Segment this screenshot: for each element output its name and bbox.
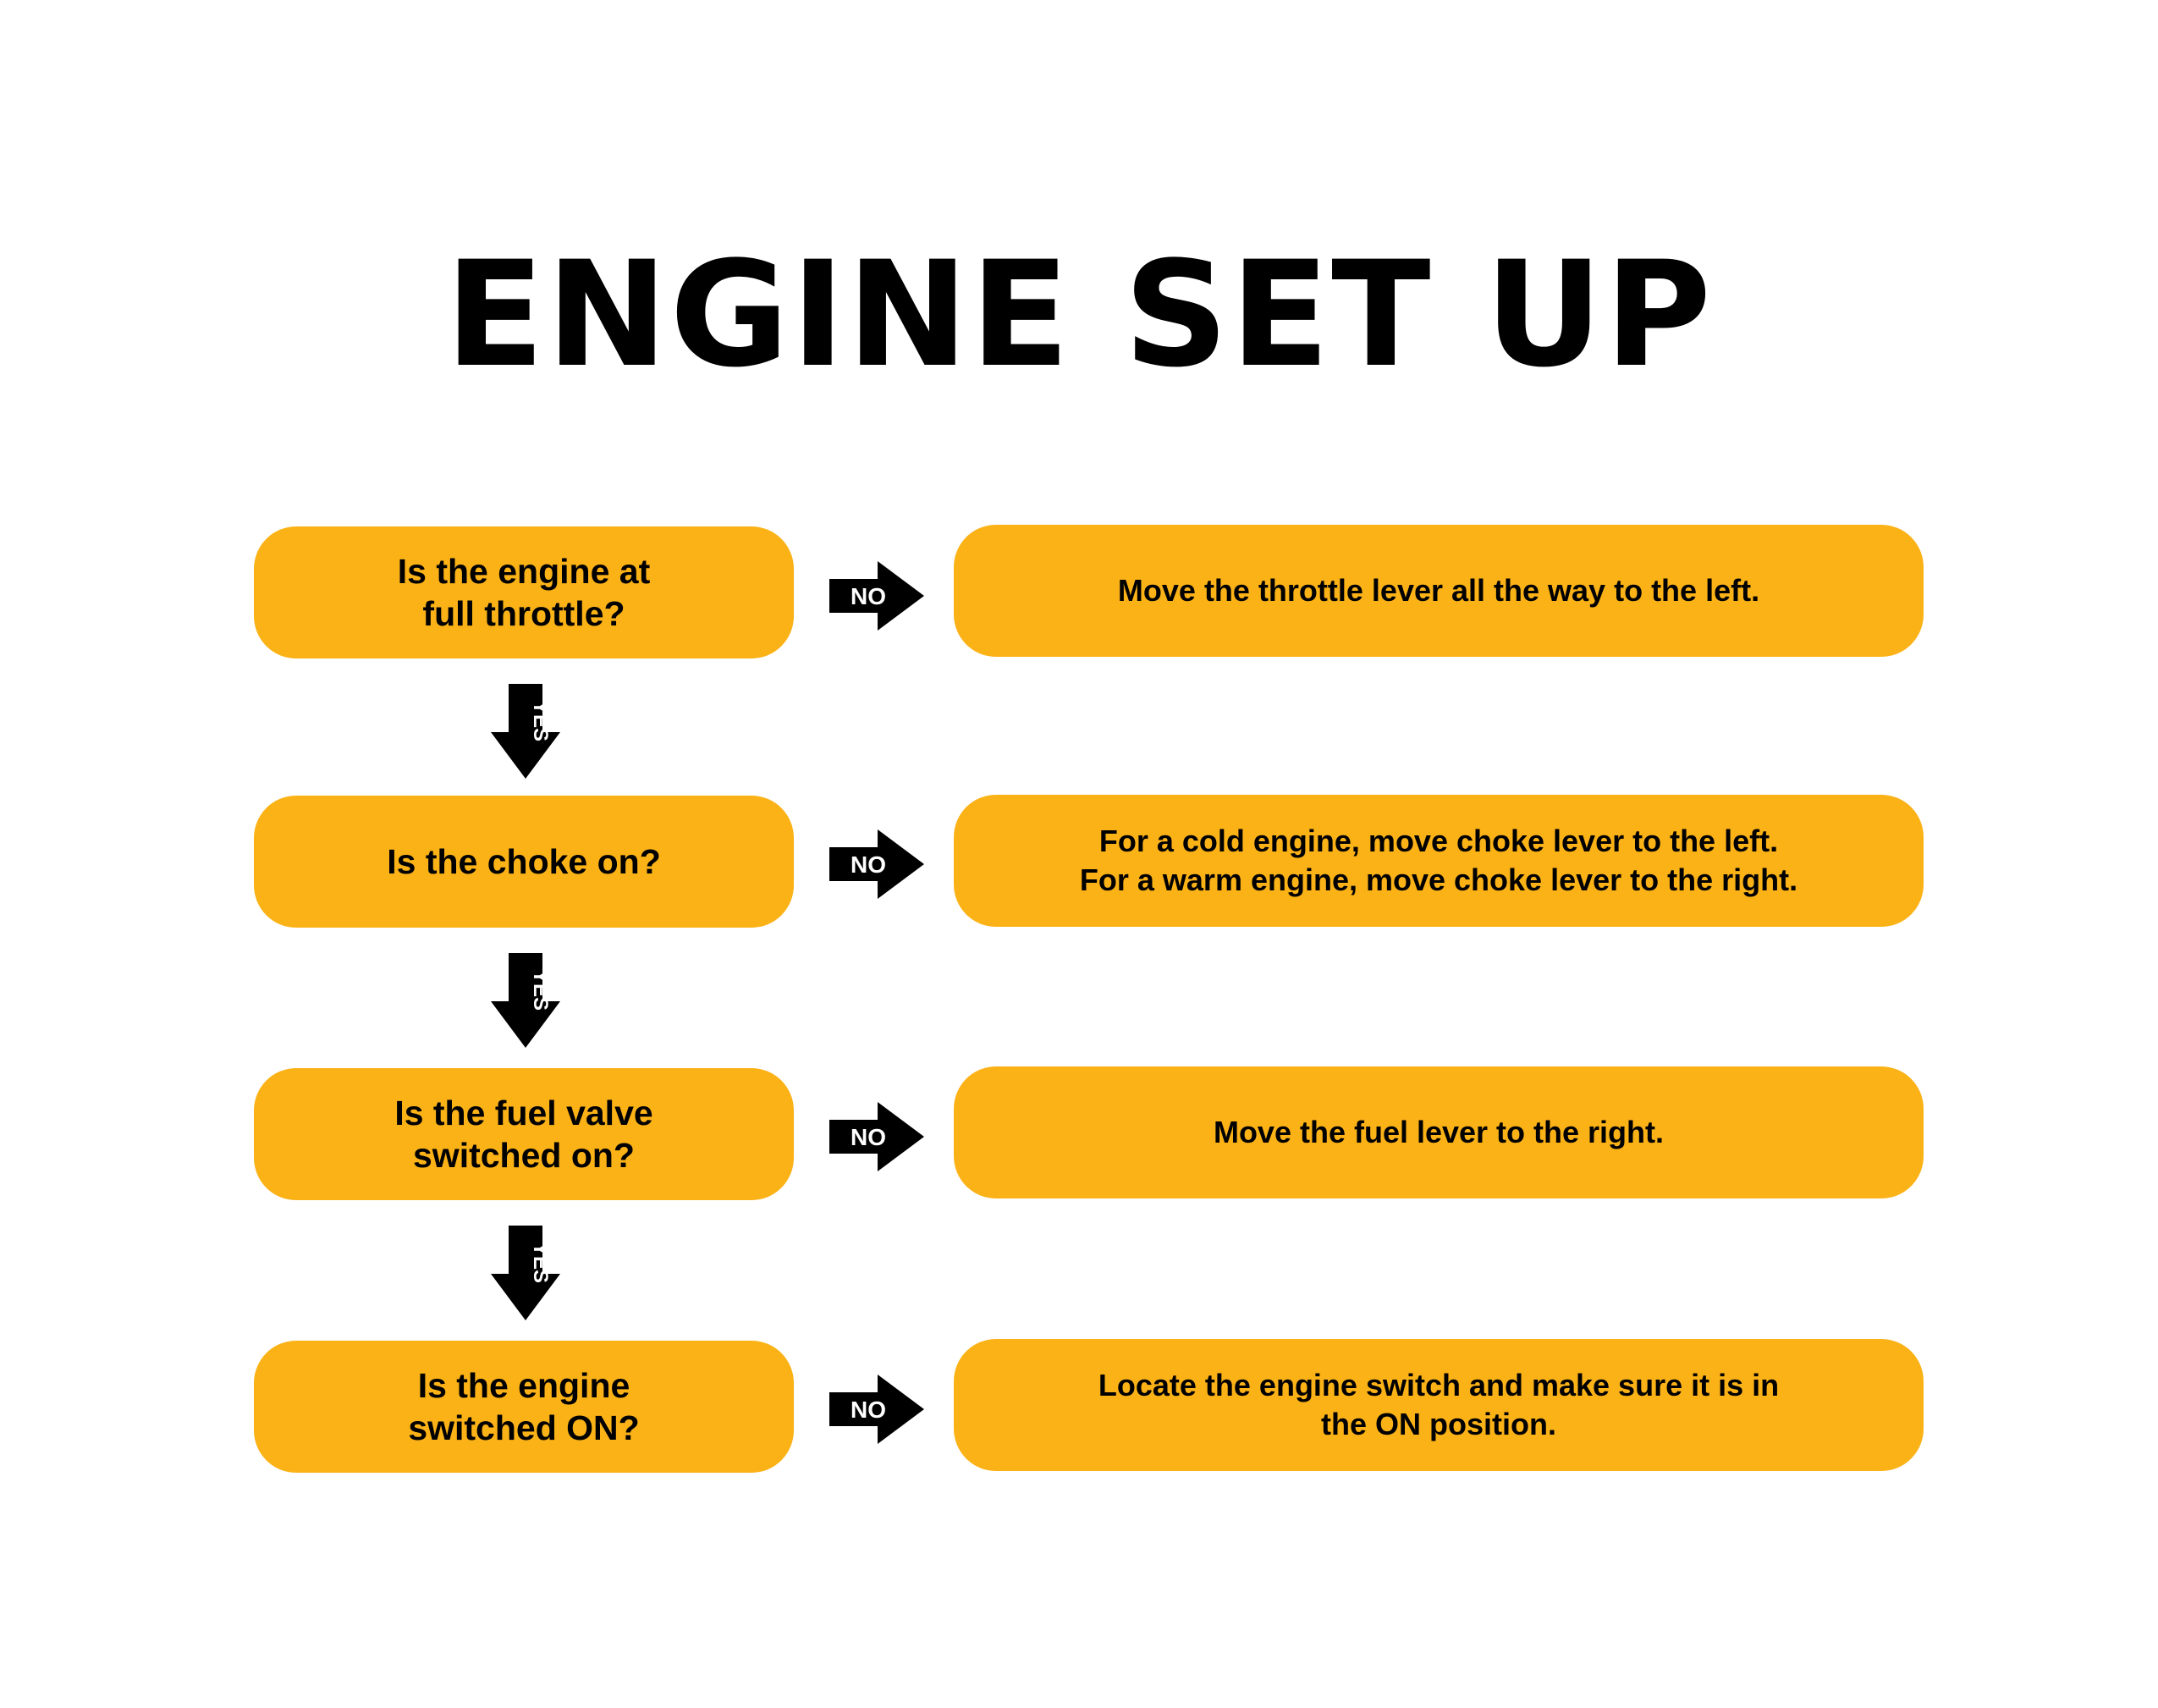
action-box-fuel-lever: Move the fuel lever to the right. [954,1066,1924,1198]
question-text: Is the fuel valve switched on? [394,1094,653,1175]
yes-label: YES [529,1242,552,1283]
action-box-throttle-lever: Move the throttle lever all the way to t… [954,525,1924,657]
question-box-choke: Is the choke on? [254,796,794,928]
question-box-engine-switch: Is the engine switched ON? [254,1341,794,1473]
page-title: ENGINE SET UP [444,229,1714,399]
yes-arrow-icon: YES [491,953,560,1048]
action-text: Move the throttle lever all the way to t… [1117,573,1760,608]
action-box-engine-switch: Locate the engine switch and make sure i… [954,1339,1924,1471]
yes-label: YES [529,701,552,741]
question-text: Is the choke on? [387,842,661,881]
action-text: For a cold engine, move choke lever to t… [1079,824,1798,897]
action-text: Move the fuel lever to the right. [1213,1115,1665,1149]
action-box-choke-lever: For a cold engine, move choke lever to t… [954,795,1924,927]
no-label: NO [851,583,886,609]
no-arrow-icon: NO [829,829,924,899]
no-label: NO [851,1124,886,1150]
question-box-fuel-valve: Is the fuel valve switched on? [254,1068,794,1200]
no-label: NO [851,1397,886,1423]
action-text: Locate the engine switch and make sure i… [1098,1368,1780,1441]
no-arrow-icon: NO [829,561,924,631]
no-arrow-icon: NO [829,1102,924,1171]
no-label: NO [851,851,886,878]
question-text: Is the engine switched ON? [408,1366,640,1447]
yes-arrow-icon: YES [491,684,560,779]
no-arrow-icon: NO [829,1375,924,1444]
yes-arrow-icon: YES [491,1226,560,1320]
question-box-engine-throttle: Is the engine at full throttle? [254,526,794,658]
yes-label: YES [529,970,552,1011]
question-text: Is the engine at full throttle? [397,552,651,633]
